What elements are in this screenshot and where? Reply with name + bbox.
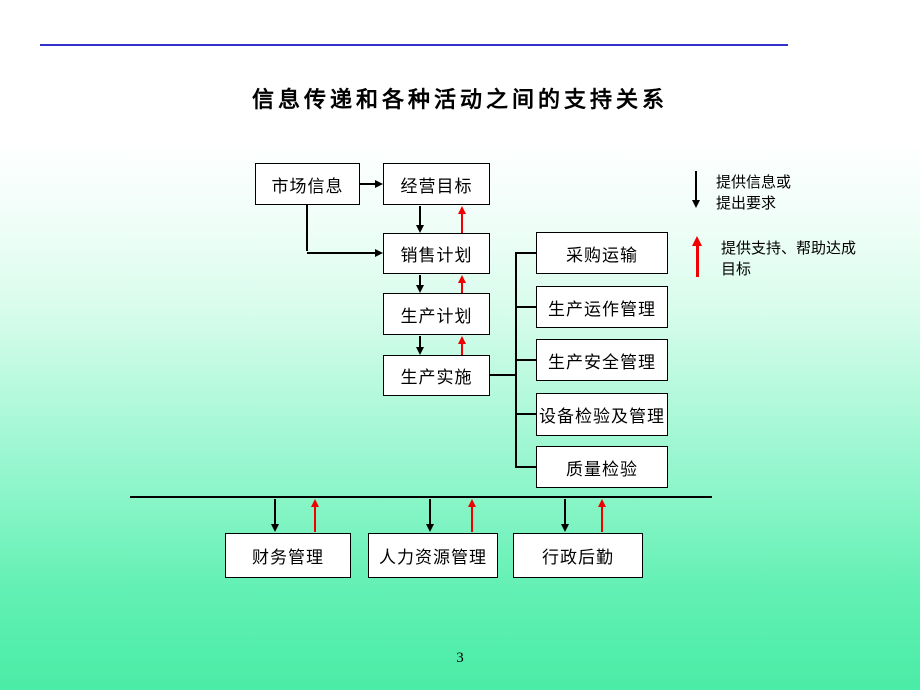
node-business-goal: 经营目标 bbox=[383, 163, 490, 205]
node-quality-inspection: 质量检验 bbox=[536, 446, 668, 488]
legend-request-line2: 提出要求 bbox=[716, 196, 777, 212]
page-title: 信息传递和各种活动之间的支持关系 bbox=[251, 87, 668, 112]
connector-stub-operations bbox=[516, 306, 536, 308]
node-admin-logistics: 行政后勤 bbox=[513, 533, 643, 578]
connector-market-down-line bbox=[306, 205, 308, 251]
legend-support-line2: 目标 bbox=[721, 262, 752, 278]
arrow-impl-to-prodplan-up-icon bbox=[457, 336, 467, 355]
connector-stub-equipment bbox=[516, 413, 536, 415]
node-production-impl: 生产实施 bbox=[383, 355, 490, 396]
node-equipment-inspection: 设备检验及管理 bbox=[536, 393, 668, 436]
arrow-hr-to-line-up-icon bbox=[467, 499, 477, 532]
node-procurement-transport: 采购运输 bbox=[536, 232, 668, 274]
legend-request-line1: 提供信息或 bbox=[716, 175, 792, 191]
arrow-admin-to-line-up-icon bbox=[597, 499, 607, 532]
legend-support-line1: 提供支持、帮助达成 bbox=[721, 241, 857, 257]
arrow-sales-to-goal-up-icon bbox=[457, 206, 467, 233]
node-sales-plan: 销售计划 bbox=[383, 233, 490, 274]
page-number: 3 bbox=[456, 650, 464, 666]
legend-support-label: 提供支持、帮助达成 目标 bbox=[721, 239, 856, 281]
connector-stub-quality bbox=[516, 466, 536, 468]
arrow-sales-to-prodplan-down-icon bbox=[415, 275, 425, 293]
node-production-operations: 生产运作管理 bbox=[536, 286, 668, 328]
node-production-safety: 生产安全管理 bbox=[536, 339, 668, 381]
legend-request-arrow-icon bbox=[691, 171, 701, 208]
arrow-line-to-hr-down-icon bbox=[425, 499, 435, 532]
arrow-prodplan-to-impl-down-icon bbox=[415, 336, 425, 355]
legend-support-arrow-icon bbox=[691, 236, 702, 277]
arrow-prodplan-to-sales-up-icon bbox=[457, 275, 467, 293]
arrow-line-to-admin-down-icon bbox=[560, 499, 570, 532]
legend-request-label: 提供信息或 提出要求 bbox=[716, 173, 791, 215]
connector-impl-right-line bbox=[490, 374, 516, 376]
arrow-goal-to-sales-down-icon bbox=[415, 206, 425, 233]
arrow-line-to-finance-down-icon bbox=[270, 499, 280, 532]
arrow-market-to-sales-right-icon bbox=[307, 248, 383, 258]
node-hr-mgmt: 人力资源管理 bbox=[368, 533, 498, 578]
node-production-plan: 生产计划 bbox=[383, 293, 490, 335]
header-rule bbox=[40, 44, 788, 46]
connector-stub-safety bbox=[516, 359, 536, 361]
support-baseline bbox=[130, 496, 712, 498]
node-market-info: 市场信息 bbox=[255, 163, 360, 205]
node-finance-mgmt: 财务管理 bbox=[225, 533, 351, 578]
arrow-finance-to-line-up-icon bbox=[310, 499, 320, 532]
arrow-market-to-goal-right-icon bbox=[360, 179, 383, 189]
connector-stub-procurement bbox=[516, 252, 536, 254]
